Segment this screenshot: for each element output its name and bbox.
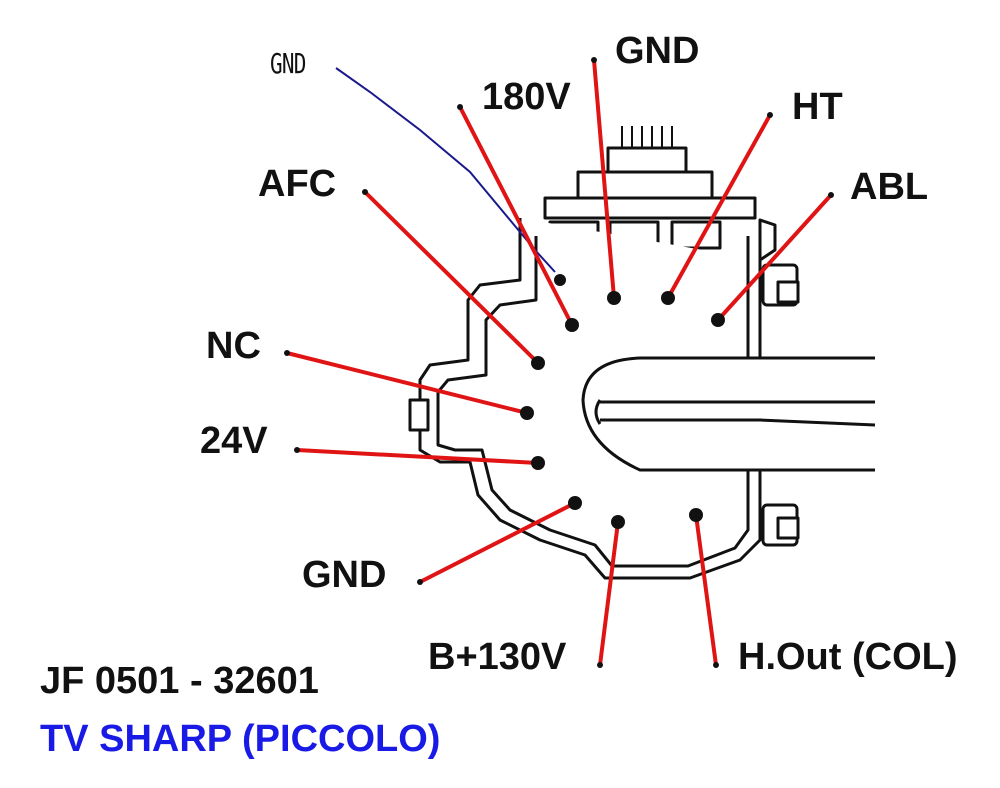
- lead-line-180v: [458, 105, 574, 327]
- pin-gnd-top: [607, 291, 621, 305]
- label-24v: 24V: [200, 420, 268, 462]
- pin-hout: [689, 508, 703, 522]
- pin-abl: [711, 313, 725, 327]
- label-hout: H.Out (COL): [738, 636, 958, 678]
- lead-line-hout: [694, 513, 718, 667]
- label-ht: HT: [792, 86, 843, 128]
- lead-line-abl: [716, 193, 833, 322]
- pin-gnd-hand: [554, 274, 566, 286]
- lead-line-gnd-top: [592, 58, 616, 300]
- lead-line-afc: [363, 190, 540, 365]
- pin-afc: [531, 356, 545, 370]
- pins: [520, 274, 725, 529]
- lead-lines: [285, 58, 833, 667]
- pin-ht: [661, 291, 675, 305]
- lead-line-b130: [598, 520, 620, 667]
- transformer-body: [408, 126, 876, 580]
- label-dots: [284, 57, 834, 668]
- brand-title: TV SHARP (PICCOLO): [40, 718, 441, 760]
- lead-line-gnd-bottom: [418, 501, 577, 584]
- pin-b130: [611, 515, 625, 529]
- lead-line-nc: [285, 351, 529, 415]
- lead-line-24v: [295, 448, 540, 465]
- label-180v: 180V: [482, 76, 571, 118]
- pin-180v: [565, 318, 579, 332]
- label-gnd-bottom: GND: [302, 554, 387, 596]
- pin-gnd-bottom: [568, 496, 582, 510]
- label-afc: AFC: [258, 163, 337, 205]
- label-abl: ABL: [850, 166, 929, 208]
- pin-24v: [531, 456, 545, 470]
- label-gnd-top: GND: [615, 30, 700, 72]
- label-nc: NC: [206, 325, 261, 367]
- label-b130: B+130V: [428, 636, 567, 678]
- pin-nc: [520, 406, 534, 420]
- model-number: JF 0501 - 32601: [40, 660, 319, 702]
- lead-line-ht: [666, 113, 772, 300]
- label-gnd-hand: GND: [270, 47, 306, 80]
